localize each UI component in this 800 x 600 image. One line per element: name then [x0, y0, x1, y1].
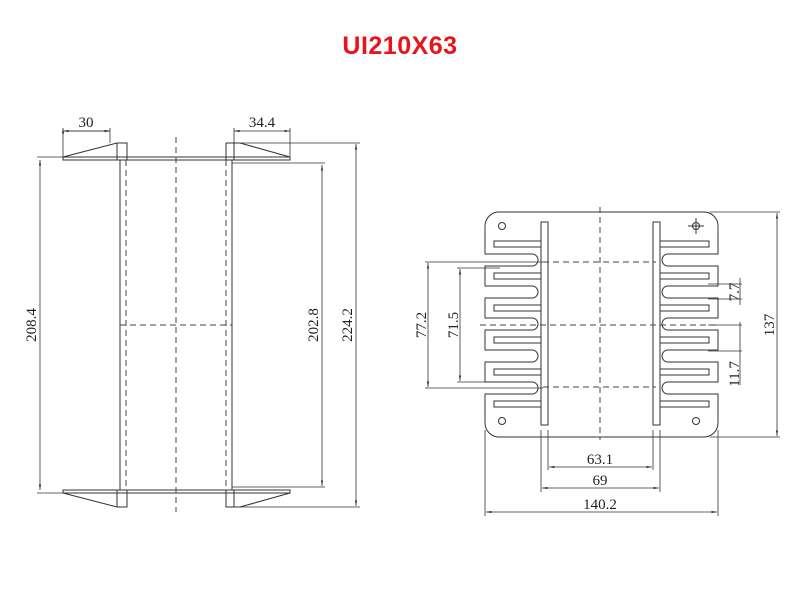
- dim-overall-width: 140.2: [583, 497, 617, 513]
- winding-slot: [493, 336, 542, 344]
- dim-height-inner: 208.4: [24, 308, 40, 342]
- bottom-flange: [62, 489, 291, 508]
- winding-slot: [659, 304, 710, 312]
- dim-core-width: 69: [593, 473, 608, 489]
- winding-slot: [493, 240, 542, 248]
- dim-overall-height: 137: [762, 313, 778, 336]
- dim-window-width: 63.1: [587, 452, 613, 468]
- dim-flange-right: 34.4: [249, 115, 276, 131]
- right-bar: [652, 221, 661, 426]
- winding-slot: [659, 400, 710, 408]
- centerline: [120, 137, 232, 512]
- dim-overall-height: 224.2: [340, 308, 356, 342]
- dim-height-inner: 71.5: [446, 312, 462, 338]
- window-outline: [543, 261, 656, 388]
- front-view: 77.2 71.5 7.7 11.7 137 63.1 69 140.2: [414, 207, 780, 516]
- dim-slot-pitch: 7.7: [727, 282, 743, 301]
- dim-slot-span: 11.7: [727, 361, 743, 387]
- side-view: 30 34.4 208.4 202.8 224.2: [24, 115, 360, 512]
- dim-window-height: 202.8: [306, 308, 322, 342]
- mount-hole: [498, 222, 506, 230]
- mount-hole: [498, 417, 506, 425]
- winding-slot: [493, 272, 542, 280]
- winding-slot: [659, 368, 710, 376]
- winding-slot: [493, 400, 542, 408]
- dim-flange-left: 30: [79, 115, 94, 131]
- winding-slot: [659, 336, 710, 344]
- left-bar: [540, 221, 549, 426]
- winding-slot: [493, 304, 542, 312]
- winding-slot: [659, 272, 710, 280]
- mount-hole: [692, 417, 700, 425]
- plate-outline: [484, 211, 719, 438]
- winding-slot: [493, 368, 542, 376]
- dim-height-outer: 77.2: [414, 312, 430, 338]
- drawing-title: UI210X63: [342, 32, 458, 60]
- winding-slot: [659, 240, 710, 248]
- centerlines: [480, 207, 720, 440]
